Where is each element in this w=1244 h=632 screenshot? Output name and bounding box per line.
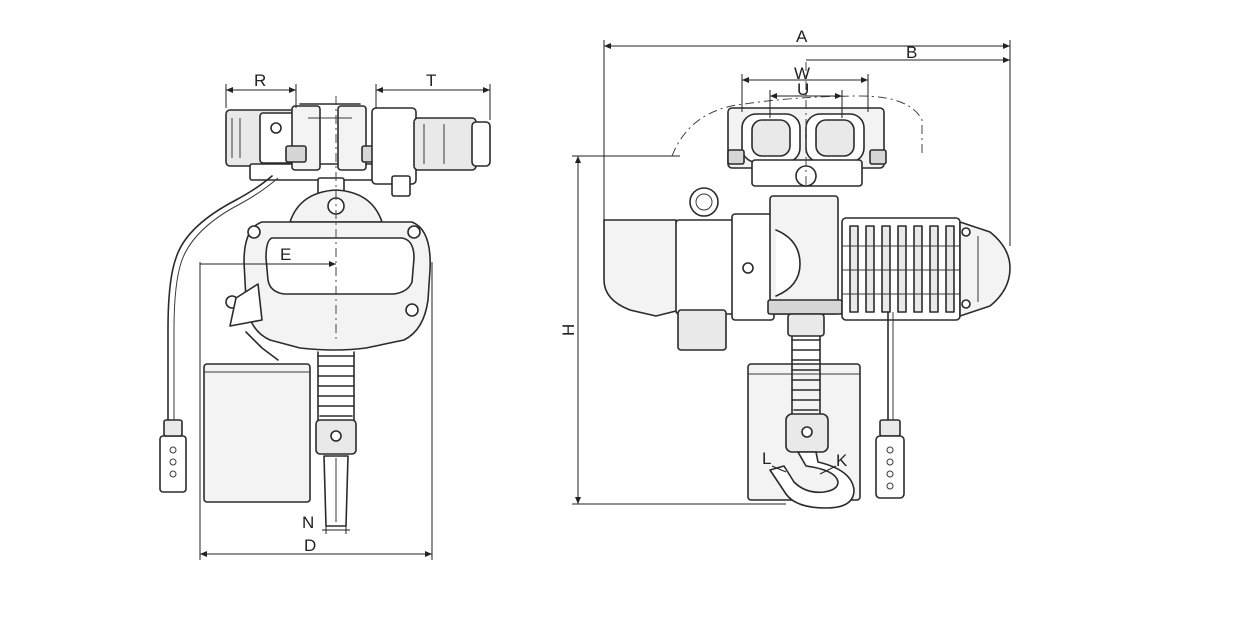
beam-outline: [671, 95, 923, 157]
label-B: B: [906, 43, 917, 62]
dimension-B: B: [806, 43, 1010, 63]
label-L: L: [762, 449, 771, 468]
dimension-H: H: [559, 155, 786, 505]
chain-container: [203, 363, 311, 503]
side-view: R T E N D: [159, 71, 491, 560]
motor-fins: [841, 217, 1011, 321]
dimension-W: W: [741, 64, 869, 112]
hook: [769, 451, 855, 509]
pendant-control-front: [875, 435, 905, 499]
label-K: K: [836, 451, 848, 470]
dimension-N: N: [302, 513, 350, 534]
label-T: T: [426, 71, 436, 90]
gear-case: [603, 219, 735, 351]
dimension-E: E: [200, 245, 336, 267]
dimension-K: K: [819, 451, 848, 475]
hoist-body: [225, 221, 431, 361]
label-N: N: [302, 513, 314, 532]
label-E: E: [280, 245, 291, 264]
load-chain-spring: [317, 351, 355, 421]
central-housing: [731, 195, 843, 321]
label-W: W: [794, 64, 810, 83]
dimension-L: L: [762, 449, 787, 473]
label-D: D: [304, 536, 316, 555]
dimension-D: D: [199, 262, 433, 560]
label-A: A: [796, 27, 808, 46]
trolley-right-motor: [371, 107, 491, 197]
pendant-cable: [167, 175, 273, 421]
pendant-control: [159, 435, 187, 493]
dimension-T: T: [375, 71, 491, 120]
trolley-front: [727, 107, 887, 187]
dimension-U: U: [769, 80, 843, 118]
dimension-R: R: [225, 71, 297, 108]
load-chain-spring-front: [787, 313, 825, 415]
label-H: H: [559, 324, 578, 336]
dimension-A: A: [603, 27, 1011, 246]
label-U: U: [797, 80, 809, 99]
front-view: A B W U H L: [559, 27, 1011, 509]
lifting-eye: [689, 187, 719, 217]
label-R: R: [254, 71, 266, 90]
